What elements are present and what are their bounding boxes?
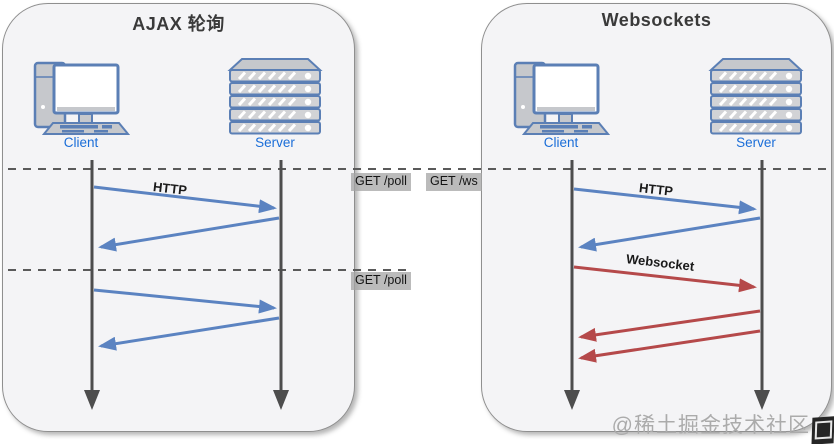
ajax-panel: [2, 3, 355, 432]
websockets-server-label: Server: [736, 135, 776, 150]
ajax-server-label: Server: [255, 135, 295, 150]
get-poll-badge-1: GET /poll: [351, 173, 411, 191]
get-poll-badge-2: GET /poll: [351, 272, 411, 290]
websockets-panel-title: Websockets: [601, 10, 712, 30]
get-ws-badge: GET /ws: [426, 173, 482, 191]
watermark-seal-logo: [811, 416, 834, 444]
watermark-text: @稀土掘金技术社区: [611, 414, 810, 437]
websockets-panel: [481, 3, 832, 432]
ajax-panel-title: AJAX 轮询: [132, 14, 225, 34]
ajax-client-label: Client: [63, 135, 99, 150]
websockets-client-label: Client: [543, 135, 579, 150]
